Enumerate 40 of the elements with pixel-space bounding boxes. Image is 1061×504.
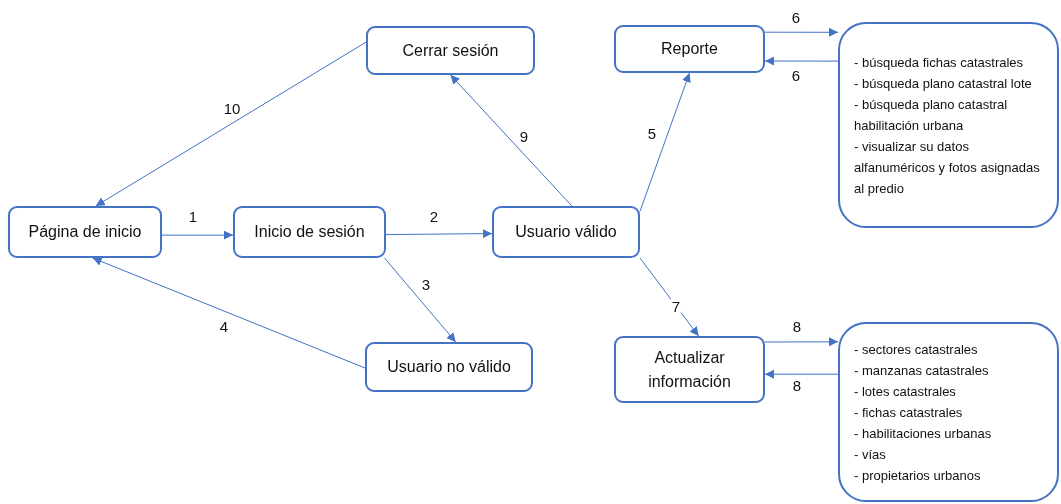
list-item: - manzanas catastrales (854, 361, 990, 380)
arrow (450, 74, 573, 207)
list-item: - propietarios urbanos (854, 466, 982, 485)
list-item: - lotes catastrales (854, 382, 957, 401)
arrow (639, 72, 691, 212)
box-label: Actualizar información (647, 347, 732, 392)
box-label: Usuario no válido (387, 357, 511, 377)
list-item: - visualizar su datos alfanuméricos y fotos asignadas al predio (854, 137, 1041, 198)
arrow (385, 229, 493, 239)
box-label: Usuario válido (515, 222, 617, 242)
process-box (366, 26, 535, 75)
box-label: Inicio de sesión (254, 222, 365, 242)
box-label: Reporte (661, 39, 718, 59)
process-box (492, 206, 640, 258)
process-box (614, 25, 765, 73)
list-item: - búsqueda fichas catastrales (854, 53, 1025, 72)
edge-label: 7 (670, 298, 682, 314)
list-item: - habilitaciones urbanas (854, 424, 993, 443)
arrow (92, 257, 366, 369)
process-box (8, 206, 162, 258)
list-item: - vías (854, 445, 887, 464)
list-item: - fichas catastrales (854, 403, 964, 422)
list-item: - sectores catastrales (854, 340, 979, 359)
arrow (764, 27, 839, 37)
arrow (383, 257, 457, 343)
list-item: - búsqueda plano catastral habilitación urbana (854, 95, 1009, 135)
list-box (838, 322, 1059, 502)
arrow (764, 56, 839, 66)
list-item: - búsqueda plano catastral lote (854, 74, 1033, 93)
arrow (95, 41, 367, 207)
process-box (614, 336, 765, 403)
box-label: Página de inicio (28, 222, 142, 242)
box-label: Cerrar sesión (402, 40, 499, 61)
list-box (838, 22, 1059, 228)
process-box (233, 206, 386, 258)
arrow (639, 257, 700, 337)
arrow (161, 230, 234, 240)
arrow (764, 369, 839, 379)
process-box (365, 342, 533, 392)
arrow (764, 337, 839, 347)
